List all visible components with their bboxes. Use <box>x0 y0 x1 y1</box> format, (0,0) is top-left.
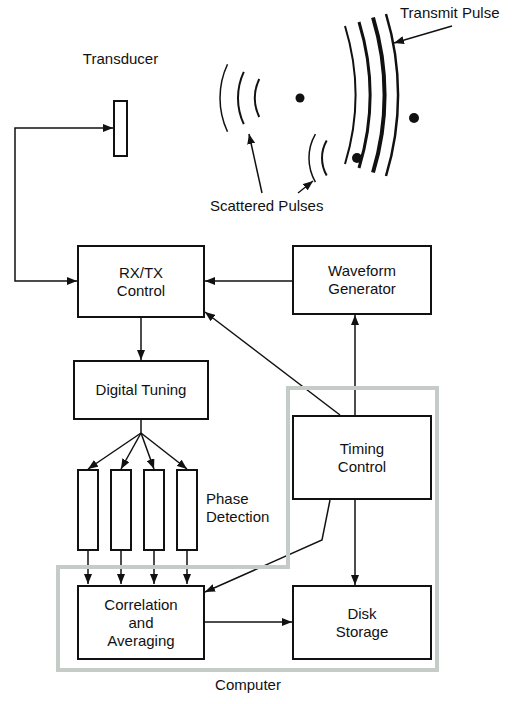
box-label: Waveform Generator <box>322 262 402 298</box>
annotation-label: Transmit Pulse <box>400 4 499 22</box>
process-box: Correlation and Averaging <box>77 585 205 660</box>
process-box: Digital Tuning <box>73 360 209 420</box>
scatterer-dots <box>296 94 420 164</box>
connector-arrow <box>140 318 142 360</box>
connector-arrow <box>205 280 292 282</box>
annotation-label: Phase Detection <box>206 490 276 526</box>
process-box: Disk Storage <box>292 585 432 660</box>
box-label: Correlation and Averaging <box>99 596 184 650</box>
connector-arrow <box>205 621 292 623</box>
region-label: Computer <box>215 676 281 694</box>
transducer-label: Transducer <box>83 50 158 68</box>
phase-detector-boxes <box>78 470 197 550</box>
box-label: Digital Tuning <box>81 381 201 399</box>
transducer-element: Transducer <box>113 100 128 157</box>
box-label: RX/TX Control <box>106 264 176 300</box>
transmit-wavefront <box>345 14 398 176</box>
scattered-wavefront <box>220 64 327 182</box>
phase-detector-wires <box>88 420 187 584</box>
computer-region: ComputerTiming ControlCorrelation and Av… <box>56 386 440 672</box>
connector-arrow <box>354 500 356 585</box>
box-label: Timing Control <box>327 440 397 476</box>
connector-arrow <box>354 315 356 415</box>
connector-arrow <box>205 312 340 415</box>
process-box: Timing Control <box>292 415 432 500</box>
process-box: RX/TX Control <box>77 245 205 318</box>
leader-arrows <box>249 26 452 193</box>
box-label: Disk Storage <box>332 605 392 641</box>
process-box: Waveform Generator <box>292 245 432 315</box>
annotation-label: Scattered Pulses <box>210 197 323 215</box>
